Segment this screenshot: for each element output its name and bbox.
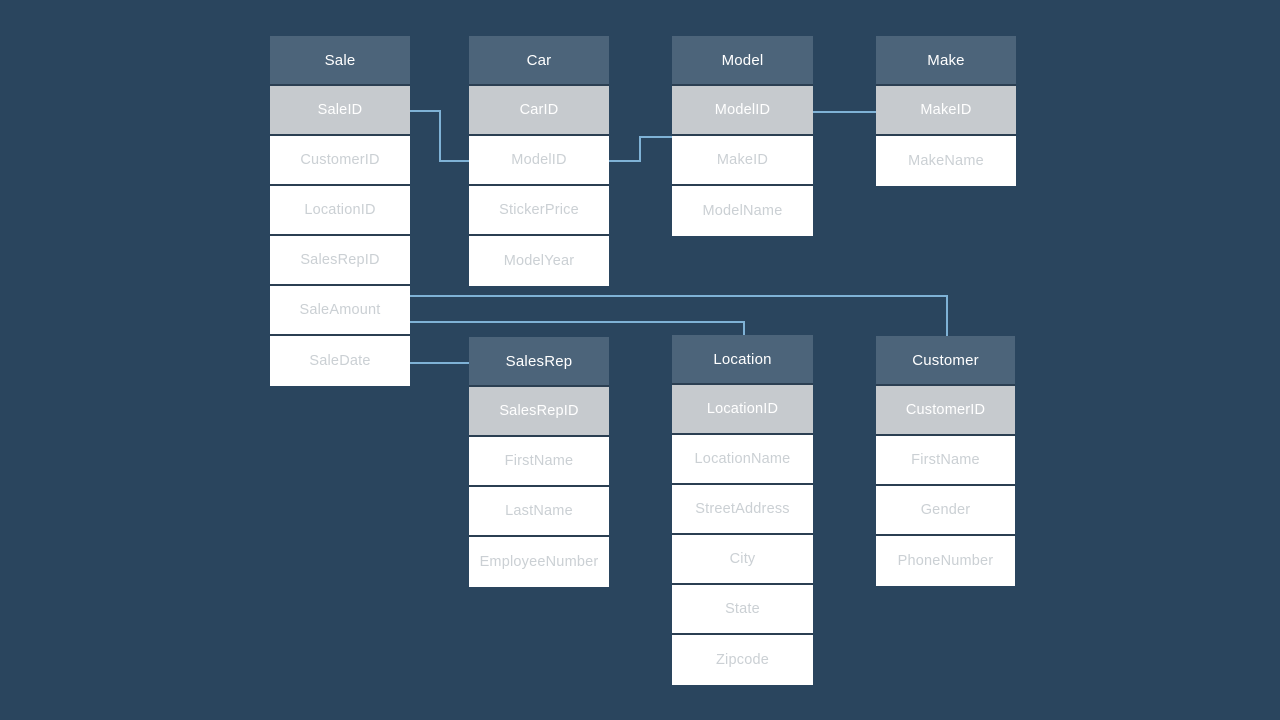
relationship-line-sale-car bbox=[410, 110, 469, 162]
entity-title-customer: Customer bbox=[876, 336, 1015, 386]
entity-title-car: Car bbox=[469, 36, 609, 86]
field-location-state[interactable]: State bbox=[672, 585, 813, 635]
primary-key-field-car-carid[interactable]: CarID bbox=[469, 86, 609, 136]
relationship-line-sale-customer bbox=[410, 295, 948, 336]
field-location-streetaddress[interactable]: StreetAddress bbox=[672, 485, 813, 535]
field-car-modelid[interactable]: ModelID bbox=[469, 136, 609, 186]
entity-title-sale: Sale bbox=[270, 36, 410, 86]
field-sale-locationid[interactable]: LocationID bbox=[270, 186, 410, 236]
primary-key-field-customer-customerid[interactable]: CustomerID bbox=[876, 386, 1015, 436]
field-customer-phonenumber[interactable]: PhoneNumber bbox=[876, 536, 1015, 586]
field-sale-saledate[interactable]: SaleDate bbox=[270, 336, 410, 386]
relationship-line-car-model bbox=[609, 136, 672, 162]
field-car-modelyear[interactable]: ModelYear bbox=[469, 236, 609, 286]
field-salesrep-employeenumber[interactable]: EmployeeNumber bbox=[469, 537, 609, 587]
field-make-makename[interactable]: MakeName bbox=[876, 136, 1016, 186]
primary-key-field-location-locationid[interactable]: LocationID bbox=[672, 385, 813, 435]
entity-title-make: Make bbox=[876, 36, 1016, 86]
field-salesrep-lastname[interactable]: LastName bbox=[469, 487, 609, 537]
field-model-modelname[interactable]: ModelName bbox=[672, 186, 813, 236]
field-car-stickerprice[interactable]: StickerPrice bbox=[469, 186, 609, 236]
field-location-zipcode[interactable]: Zipcode bbox=[672, 635, 813, 685]
entity-title-salesrep: SalesRep bbox=[469, 337, 609, 387]
field-location-city[interactable]: City bbox=[672, 535, 813, 585]
primary-key-field-model-modelid[interactable]: ModelID bbox=[672, 86, 813, 136]
field-location-locationname[interactable]: LocationName bbox=[672, 435, 813, 485]
field-model-makeid[interactable]: MakeID bbox=[672, 136, 813, 186]
field-sale-saleamount[interactable]: SaleAmount bbox=[270, 286, 410, 336]
field-salesrep-firstname[interactable]: FirstName bbox=[469, 437, 609, 487]
field-customer-firstname[interactable]: FirstName bbox=[876, 436, 1015, 486]
field-customer-gender[interactable]: Gender bbox=[876, 486, 1015, 536]
primary-key-field-salesrep-salesrepid[interactable]: SalesRepID bbox=[469, 387, 609, 437]
field-sale-customerid[interactable]: CustomerID bbox=[270, 136, 410, 186]
entity-title-model: Model bbox=[672, 36, 813, 86]
field-sale-salesrepid[interactable]: SalesRepID bbox=[270, 236, 410, 286]
entity-title-location: Location bbox=[672, 335, 813, 385]
relationship-line-sale-location bbox=[410, 321, 745, 335]
primary-key-field-make-makeid[interactable]: MakeID bbox=[876, 86, 1016, 136]
primary-key-field-sale-saleid[interactable]: SaleID bbox=[270, 86, 410, 136]
